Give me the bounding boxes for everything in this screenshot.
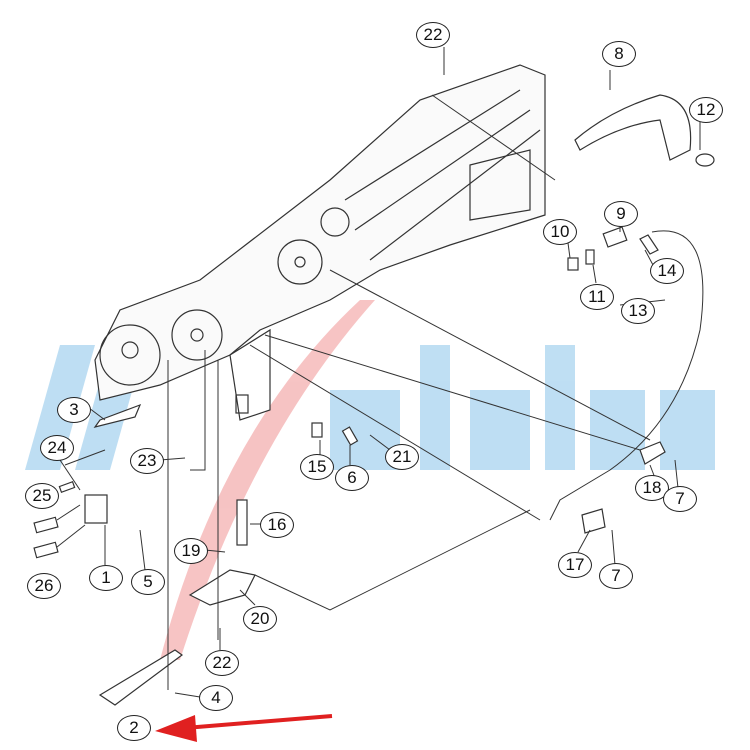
callout-22: 22 bbox=[416, 22, 450, 48]
callout-22b: 22 bbox=[205, 650, 239, 676]
callout-19: 19 bbox=[174, 538, 208, 564]
callout-23: 23 bbox=[130, 448, 164, 474]
callout-12: 12 bbox=[689, 97, 723, 123]
callout-17: 17 bbox=[558, 552, 592, 578]
callout-10: 10 bbox=[543, 219, 577, 245]
callout-21: 21 bbox=[385, 444, 419, 470]
callout-5: 5 bbox=[131, 569, 165, 595]
callout-3: 3 bbox=[57, 397, 91, 423]
callout-14: 14 bbox=[650, 258, 684, 284]
callout-9: 9 bbox=[604, 201, 638, 227]
callout-1: 1 bbox=[89, 565, 123, 591]
callout-16: 16 bbox=[260, 512, 294, 538]
callout-25: 25 bbox=[25, 483, 59, 509]
leader-lines bbox=[56, 47, 704, 698]
callout-7: 7 bbox=[663, 486, 697, 512]
callout-15: 15 bbox=[300, 454, 334, 480]
callout-6: 6 bbox=[335, 465, 369, 491]
red-arrow bbox=[155, 714, 333, 742]
callout-20: 20 bbox=[243, 606, 277, 632]
callout-7b: 7 bbox=[599, 563, 633, 589]
callout-13: 13 bbox=[621, 298, 655, 324]
callout-26: 26 bbox=[27, 573, 61, 599]
callout-11: 11 bbox=[580, 284, 614, 310]
feeder-body bbox=[94, 64, 546, 421]
parts bbox=[33, 94, 715, 706]
callout-24: 24 bbox=[40, 435, 74, 461]
callout-8: 8 bbox=[602, 41, 636, 67]
callout-2: 2 bbox=[117, 715, 151, 741]
callout-4: 4 bbox=[199, 685, 233, 711]
